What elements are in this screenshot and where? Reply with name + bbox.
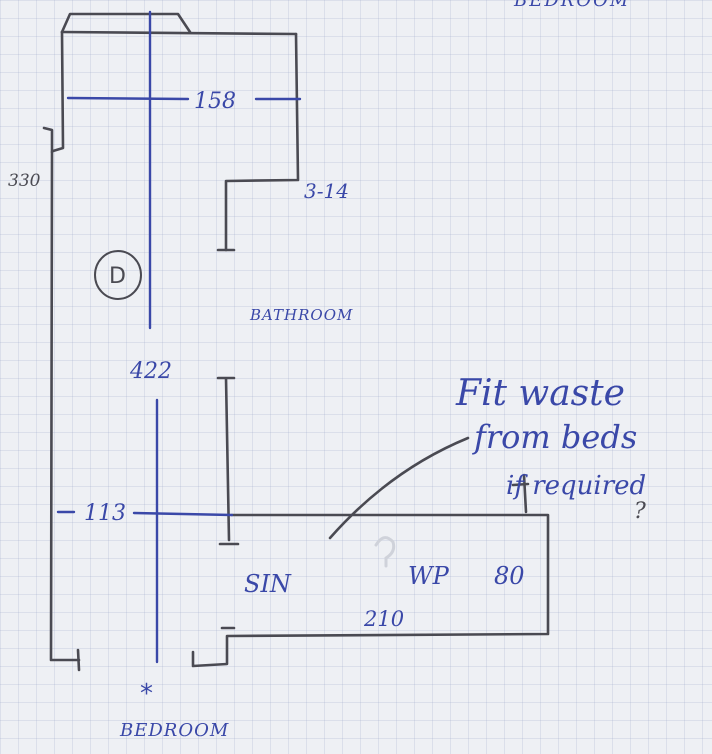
walls [42,12,550,672]
bedroom-label: BEDROOM [119,720,229,741]
bathroom-label: BATHROOM [249,306,353,324]
left-wall-end [76,648,81,672]
left-wall-top [51,30,65,153]
wp-label: WP [408,562,450,590]
width-dimension-left [66,96,190,101]
note-leader-line [328,436,470,540]
corner-tick [42,126,54,154]
d-marker-letter: D [109,264,126,289]
note-line-2: from beds [472,418,637,456]
dimension-210-label: 210 [363,607,404,631]
width-dimension-113-right [132,511,234,517]
top-wall [60,30,298,36]
left-wall [49,150,81,662]
note-line-3: if required [506,471,646,501]
sin-label: SIN [244,570,292,598]
dimension-158-label: 158 [194,89,236,114]
bedroom-door-jamb [191,513,550,668]
small-leader-cross [511,482,530,487]
top-notch [60,12,192,34]
dimension-80-label: 80 [494,562,525,590]
dimension-422-label: 422 [129,359,172,384]
dimension-330-label: 330 [8,171,41,191]
right-upper-wall [224,32,300,252]
bathroom-bedroom-partition [216,376,240,546]
asterisk-mark: * [140,679,153,709]
faint-ghost-question-mark [374,536,396,568]
dimension-113-label: 113 [84,501,126,526]
note-line-1: Fit waste [455,373,625,414]
top-right-text: BEDROOM [513,0,630,11]
dimension-314-label: 3-14 [304,179,349,203]
dimension-lines [56,10,302,664]
question-mark: ? [634,499,646,524]
small-leader-line [522,473,528,514]
d-marker-circle [94,250,142,300]
